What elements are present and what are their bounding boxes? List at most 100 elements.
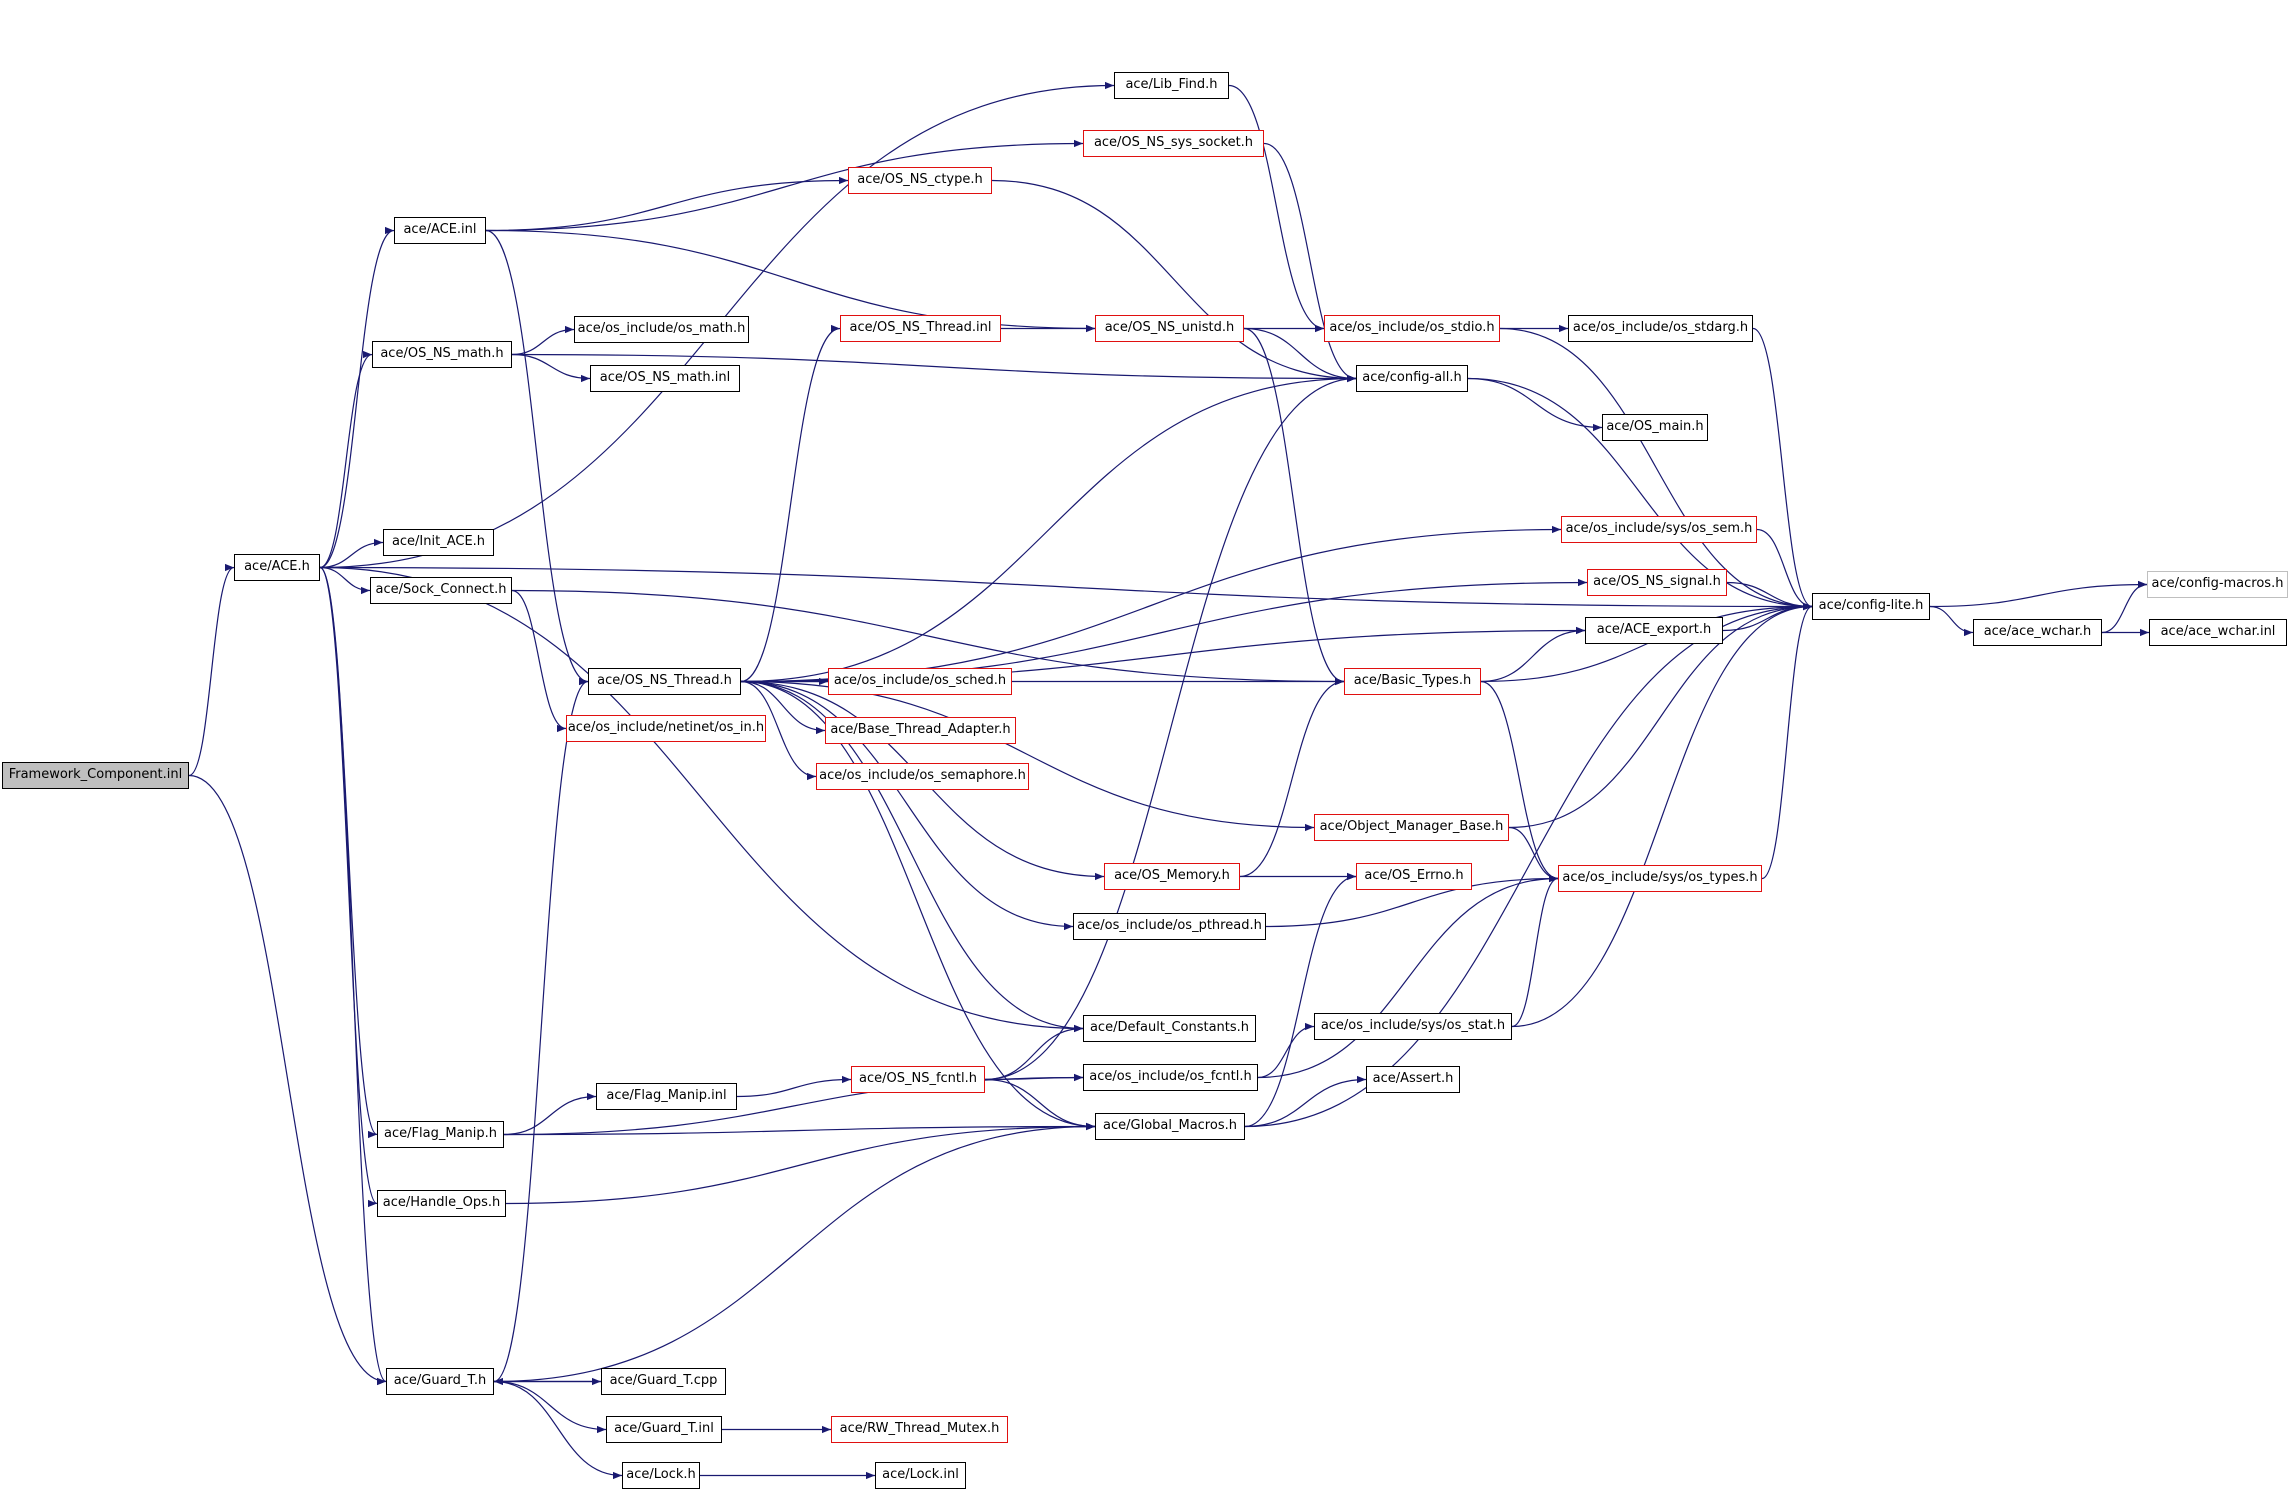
node-ace-os-ns-ctype-h[interactable]: ace/OS_NS_ctype.h: [848, 167, 992, 194]
edge-n4-to-n13: [991, 179, 1357, 383]
edge-n24-to-n6: [740, 324, 841, 683]
node-ace-os-ns-unistd-h[interactable]: ace/OS_NS_unistd.h: [1095, 315, 1244, 342]
node-ace-os-include-os-semaphore-h[interactable]: ace/os_include/os_semaphore.h: [816, 763, 1029, 790]
node-ace-lock-h[interactable]: ace/Lock.h: [622, 1462, 700, 1489]
edge-n41-to-n39: [503, 1073, 1084, 1136]
node-ace-os-include-os-stdarg-h[interactable]: ace/os_include/os_stdarg.h: [1568, 315, 1753, 342]
edge-n1-to-n41: [319, 566, 378, 1138]
edge-n44-to-n46: [493, 1380, 607, 1434]
edge-n1-to-n15: [319, 538, 384, 569]
node-ace-os-include-os-pthread-h[interactable]: ace/os_include/os_pthread.h: [1073, 913, 1266, 940]
edge-n38-to-n42: [984, 1078, 1096, 1131]
node-ace-config-lite-h[interactable]: ace/config-lite.h: [1812, 593, 1930, 620]
edge-n1-to-n18: [319, 566, 371, 595]
node-ace-os-ns-fcntl-h[interactable]: ace/OS_NS_fcntl.h: [851, 1066, 985, 1093]
edge-n33-to-n19: [1761, 602, 1813, 880]
edge-n39-to-n36: [1257, 1022, 1315, 1079]
node-ace-basic-types-h[interactable]: ace/Basic_Types.h: [1344, 668, 1481, 695]
edge-n44-to-n48: [493, 1380, 623, 1480]
edge-n44-to-n24: [493, 678, 589, 1383]
node-ace-os-ns-thread-h[interactable]: ace/OS_NS_Thread.h: [588, 668, 741, 695]
node-ace-ace-h[interactable]: ace/ACE.h: [234, 554, 320, 581]
node-ace-lib-find-h[interactable]: ace/Lib_Find.h: [1114, 72, 1229, 99]
edge-n22-to-n20: [2101, 580, 2148, 634]
edge-n17-to-n19: [1726, 581, 1813, 611]
edge-n0-to-n1: [188, 563, 235, 777]
node-framework-component-inl[interactable]: Framework_Component.inl: [2, 762, 189, 789]
edge-n19-to-n22: [1929, 605, 1974, 637]
node-ace-default-constants-h[interactable]: ace/Default_Constants.h: [1083, 1015, 1256, 1042]
node-ace-ace-export-h[interactable]: ace/ACE_export.h: [1585, 617, 1723, 644]
node-ace-os-memory-h[interactable]: ace/OS_Memory.h: [1104, 863, 1240, 890]
node-ace-guard-t-h[interactable]: ace/Guard_T.h: [386, 1368, 494, 1395]
node-ace-os-include-sys-os-types-h[interactable]: ace/os_include/sys/os_types.h: [1558, 865, 1762, 892]
node-ace-os-include-os-math-h[interactable]: ace/os_include/os_math.h: [574, 316, 749, 343]
edge-n24-to-n28: [740, 680, 826, 735]
edge-n24-to-n35: [740, 680, 1084, 1033]
node-ace-ace-inl[interactable]: ace/ACE.inl: [394, 217, 486, 244]
edge-n24-to-n29: [740, 680, 817, 781]
node-ace-os-include-sys-os-stat-h[interactable]: ace/os_include/sys/os_stat.h: [1314, 1013, 1512, 1040]
edge-n44-to-n42: [493, 1122, 1096, 1383]
edge-n11-to-n13: [511, 353, 1357, 383]
node-ace-lock-inl[interactable]: ace/Lock.inl: [875, 1462, 966, 1489]
edge-n1-to-n43: [319, 566, 378, 1207]
edge-n24-to-n16: [740, 525, 1562, 683]
node-ace-os-ns-math-inl[interactable]: ace/OS_NS_math.inl: [590, 365, 740, 392]
edge-n24-to-n13: [740, 374, 1357, 683]
node-ace-flag-manip-h[interactable]: ace/Flag_Manip.h: [377, 1121, 504, 1148]
edge-n11-to-n12: [511, 353, 591, 383]
edge-n37-to-n38: [736, 1075, 852, 1098]
edge-n36-to-n33: [1511, 874, 1559, 1028]
edge-n8-to-n19: [1499, 327, 1813, 611]
edge-n43-to-n42: [505, 1122, 1096, 1205]
edge-n41-to-n37: [503, 1092, 597, 1136]
node-ace-os-errno-h[interactable]: ace/OS_Errno.h: [1356, 863, 1472, 890]
node-ace-config-macros-h[interactable]: ace/config-macros.h: [2147, 571, 2288, 598]
node-ace-init-ace-h[interactable]: ace/Init_ACE.h: [383, 529, 494, 556]
node-ace-os-ns-sys-socket-h[interactable]: ace/OS_NS_sys_socket.h: [1083, 130, 1264, 157]
edge-n38-to-n13: [984, 374, 1357, 1081]
node-ace-os-include-netinet-os-in-h[interactable]: ace/os_include/netinet/os_in.h: [566, 715, 766, 742]
edge-n11-to-n10: [511, 325, 575, 356]
node-ace-rw-thread-mutex-h[interactable]: ace/RW_Thread_Mutex.h: [831, 1416, 1008, 1443]
node-ace-os-main-h[interactable]: ace/OS_main.h: [1602, 414, 1708, 441]
node-ace-sock-connect-h[interactable]: ace/Sock_Connect.h: [370, 577, 512, 604]
edge-n24-to-n34: [740, 680, 1074, 931]
edge-n42-to-n32: [1244, 872, 1357, 1128]
node-ace-os-ns-math-h[interactable]: ace/OS_NS_math.h: [372, 341, 512, 368]
node-ace-object-manager-base-h[interactable]: ace/Object_Manager_Base.h: [1314, 814, 1509, 841]
node-ace-os-include-os-fcntl-h[interactable]: ace/os_include/os_fcntl.h: [1083, 1064, 1258, 1091]
node-ace-config-all-h[interactable]: ace/config-all.h: [1356, 365, 1468, 392]
edge-n26-to-n21: [1480, 626, 1586, 683]
edge-n13-to-n14: [1467, 377, 1603, 432]
edge-n7-to-n26: [1243, 327, 1345, 686]
node-ace-assert-h[interactable]: ace/Assert.h: [1366, 1066, 1460, 1093]
edge-n41-to-n42: [503, 1122, 1096, 1136]
node-ace-handle-ops-h[interactable]: ace/Handle_Ops.h: [377, 1190, 506, 1217]
edge-n5-to-n3: [485, 139, 1084, 232]
edge-n38-to-n35: [984, 1024, 1084, 1081]
node-ace-os-include-os-sched-h[interactable]: ace/os_include/os_sched.h: [828, 668, 1012, 695]
node-ace-ace-wchar-inl[interactable]: ace/ace_wchar.inl: [2149, 619, 2287, 646]
node-ace-global-macros-h[interactable]: ace/Global_Macros.h: [1095, 1113, 1245, 1140]
node-ace-os-ns-thread-inl[interactable]: ace/OS_NS_Thread.inl: [840, 315, 1001, 342]
edge-n36-to-n19: [1511, 602, 1813, 1028]
node-ace-ace-wchar-h[interactable]: ace/ace_wchar.h: [1973, 619, 2102, 646]
node-ace-os-include-os-stdio-h[interactable]: ace/os_include/os_stdio.h: [1324, 315, 1500, 342]
node-ace-base-thread-adapter-h[interactable]: ace/Base_Thread_Adapter.h: [825, 717, 1016, 744]
edge-n24-to-n30: [740, 680, 1315, 832]
node-ace-guard-t-inl[interactable]: ace/Guard_T.inl: [606, 1416, 722, 1443]
edge-n16-to-n19: [1756, 528, 1813, 611]
node-ace-os-ns-signal-h[interactable]: ace/OS_NS_signal.h: [1587, 569, 1727, 596]
edge-n1-to-n11: [319, 350, 373, 569]
node-ace-guard-t-cpp[interactable]: ace/Guard_T.cpp: [601, 1368, 726, 1395]
edge-n30-to-n33: [1508, 826, 1559, 883]
edge-n2-to-n8: [1228, 84, 1325, 333]
edge-n26-to-n19: [1480, 602, 1813, 683]
node-ace-flag-manip-inl[interactable]: ace/Flag_Manip.inl: [596, 1083, 737, 1110]
edge-n1-to-n5: [319, 226, 395, 569]
node-ace-os-include-sys-os-sem-h[interactable]: ace/os_include/sys/os_sem.h: [1561, 516, 1757, 543]
edge-n18-to-n27: [511, 589, 567, 733]
